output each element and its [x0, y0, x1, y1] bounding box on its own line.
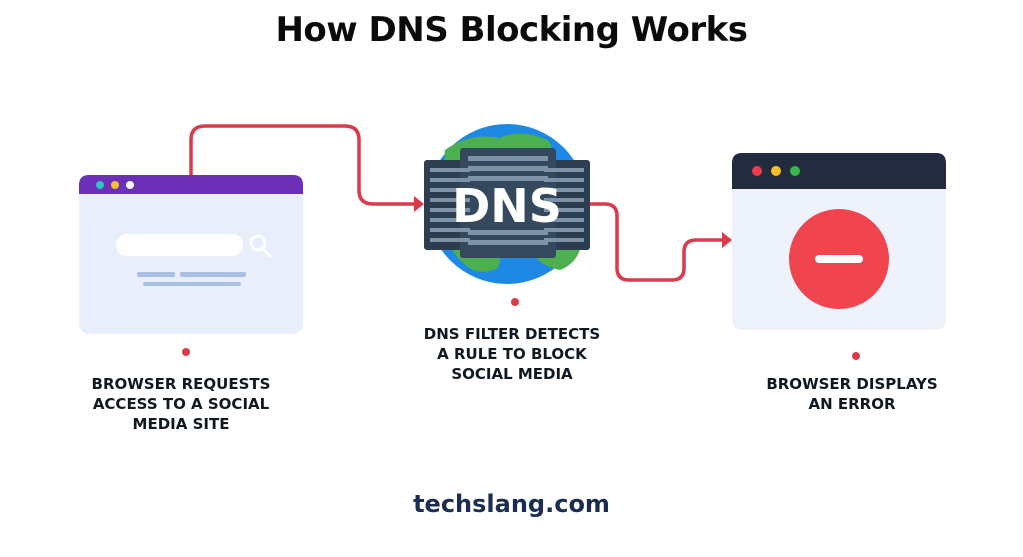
step-2-marker: [511, 298, 519, 306]
result-line-1a: [137, 272, 175, 277]
arrow-browser-to-dns: [189, 124, 424, 212]
window-dot-teal: [96, 181, 104, 189]
dns-label: DNS: [452, 179, 562, 233]
step-1-marker: [182, 348, 190, 356]
result-line-2: [143, 282, 241, 286]
page-title: How DNS Blocking Works: [275, 10, 748, 50]
search-icon: [249, 234, 272, 258]
window-dot-yellow: [771, 166, 781, 176]
step-3-caption: BROWSER DISPLAYS AN ERROR: [766, 375, 938, 413]
arrow-dns-to-browser: [588, 202, 732, 282]
step-2-caption: DNS FILTER DETECTS A RULE TO BLOCK SOCIA…: [423, 325, 601, 383]
step-3-marker: [852, 352, 860, 360]
error-icon: [789, 209, 889, 309]
browser-window-request: [79, 175, 303, 334]
footer-brand: techslang.com: [413, 490, 610, 518]
window-dot-yellow: [111, 181, 119, 189]
dns-server-stack: DNS: [424, 148, 590, 258]
window-dot-green: [790, 166, 800, 176]
window-dot-red: [752, 166, 762, 176]
step-1-caption: BROWSER REQUESTS ACCESS TO A SOCIAL MEDI…: [91, 375, 271, 433]
browser-window-error: [732, 153, 946, 330]
window-dot-white: [126, 181, 134, 189]
result-line-1b: [180, 272, 246, 277]
search-bar: [116, 234, 243, 256]
